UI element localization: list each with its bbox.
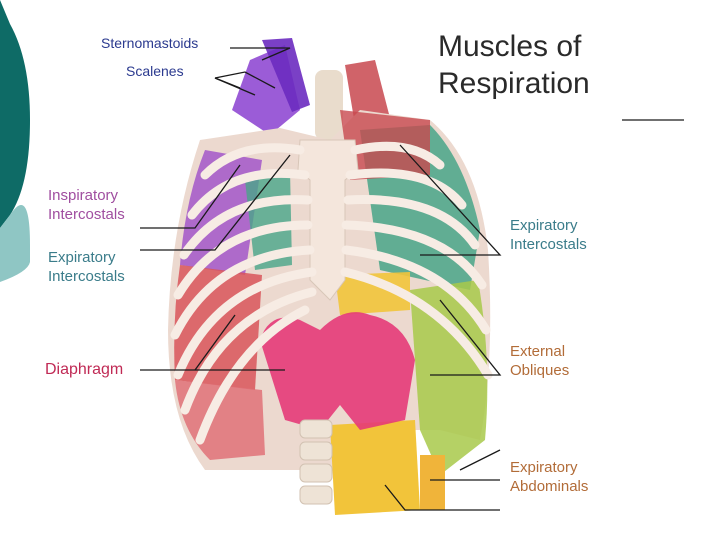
leader-diaphragm-2: [194, 314, 236, 371]
leader-lines: [140, 47, 684, 511]
label-expiratory-intercostals-right: Expiratory Intercostals: [510, 216, 587, 254]
title-line-2: Respiration: [438, 67, 590, 100]
label-expiratory-right-line1: Expiratory: [510, 217, 578, 234]
label-inspiratory-line1: Inspiratory: [48, 187, 119, 204]
label-inspiratory-line2: Intercostals: [48, 206, 125, 223]
label-scalenes-text: Scalenes: [126, 63, 184, 79]
leader-scalenes-3: [214, 77, 241, 89]
leader-sternomastoids: [230, 47, 291, 61]
sternomastoid-muscle: [262, 38, 310, 112]
label-abdominals-line1: Expiratory: [510, 459, 578, 476]
label-scalenes: Scalenes: [126, 62, 184, 81]
left-ribs: [170, 143, 317, 445]
label-abdominals-line2: Abdominals: [510, 478, 589, 495]
label-expiratory-right-line2: Intercostals: [510, 236, 587, 253]
label-expiratory-left-line2: Intercostals: [48, 268, 125, 285]
label-sternomastoids-text: Sternomastoids: [101, 35, 199, 51]
page-title: Muscles of Respiration: [438, 28, 590, 102]
lumbar-spine: [299, 419, 333, 505]
leader-scalenes-2: [214, 71, 276, 89]
label-diaphragm-text: Diaphragm: [45, 361, 124, 378]
label-external-line1: External: [510, 343, 566, 360]
label-external-obliques: External Obliques: [510, 342, 569, 380]
label-inspiratory-intercostals: Inspiratory Intercostals: [48, 186, 125, 224]
left-expiratory-intercostal: [245, 170, 292, 270]
label-expiratory-abdominals: Expiratory Abdominals: [510, 458, 588, 496]
label-sternomastoids: Sternomastoids: [101, 34, 198, 53]
leader-expiratory-right: [399, 144, 502, 256]
abdominal-muscle-right: [420, 455, 445, 510]
leader-obliques: [430, 299, 502, 376]
right-ribs: [340, 141, 493, 380]
upper-abdominal-muscle: [335, 272, 410, 315]
slide-accent-light: [0, 205, 30, 282]
leader-abdominals: [459, 449, 501, 471]
label-expiratory-left-line1: Expiratory: [48, 249, 116, 266]
label-external-line2: Obliques: [510, 362, 570, 379]
abdominal-muscle: [330, 420, 420, 515]
scalene-muscle-right: [345, 60, 390, 125]
label-diaphragm: Diaphragm: [45, 360, 123, 379]
leader-inspiratory: [140, 164, 241, 229]
slide-accent-dark: [0, 0, 30, 228]
title-line-1: Muscles of: [438, 30, 582, 63]
external-oblique-muscle: [410, 280, 488, 475]
label-expiratory-intercostals-left: Expiratory Intercostals: [48, 248, 125, 286]
leader-abdominals-3: [384, 484, 500, 511]
diaphragm-muscle: [260, 312, 415, 430]
cervical-spine: [315, 70, 343, 140]
leader-expiratory-left: [140, 154, 291, 251]
